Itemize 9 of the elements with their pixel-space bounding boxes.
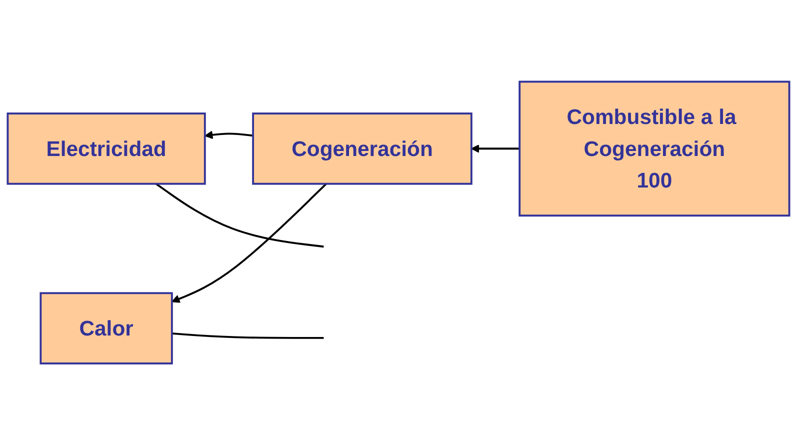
connector [156, 182, 324, 248]
arrow [471, 144, 520, 153]
node-box: Electricidad [6, 112, 206, 185]
arrow [172, 183, 327, 303]
node-box: Cogeneración [252, 112, 472, 185]
node-box: Combustible a la Cogeneración 100 [518, 80, 790, 216]
connector [172, 332, 324, 339]
node-box: Calor [40, 292, 173, 364]
arrow [204, 130, 254, 140]
